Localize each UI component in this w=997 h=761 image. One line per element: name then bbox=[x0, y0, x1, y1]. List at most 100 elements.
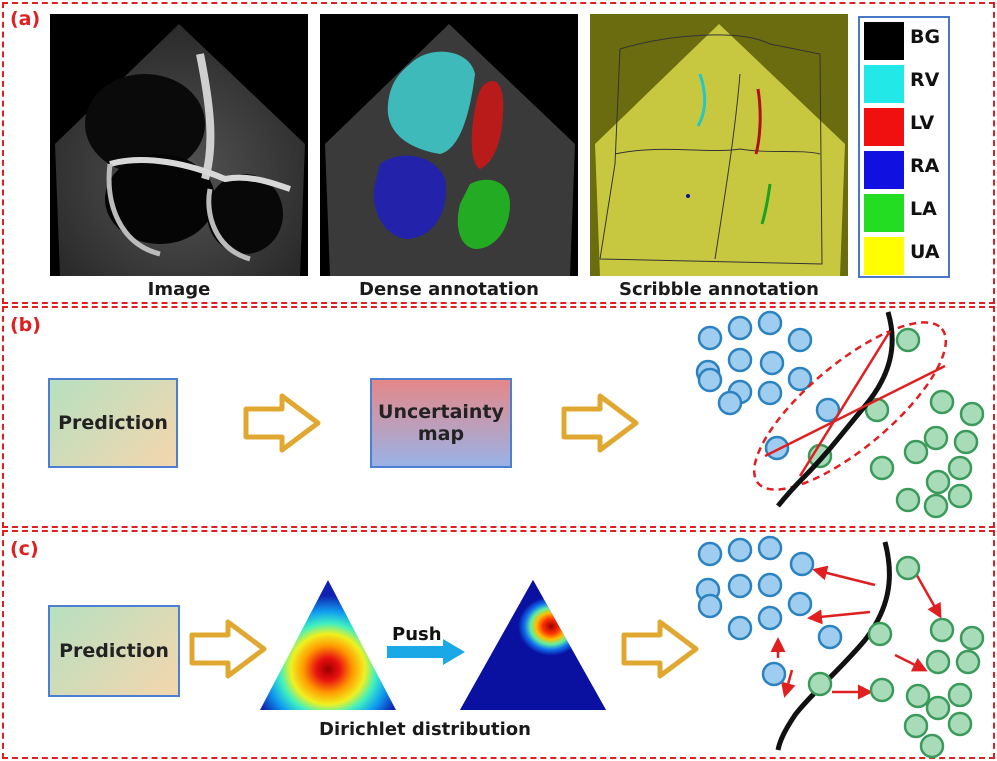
green-point bbox=[947, 483, 973, 509]
decision-boundary-plot-b bbox=[695, 310, 985, 519]
uncertainty-ellipse bbox=[752, 321, 948, 491]
green-point bbox=[869, 455, 895, 481]
blue-point bbox=[727, 537, 753, 563]
legend-label-ua: UA bbox=[910, 241, 940, 263]
green-point bbox=[929, 617, 955, 643]
green-point bbox=[869, 677, 895, 703]
blue-point bbox=[757, 572, 783, 598]
green-point bbox=[903, 713, 929, 739]
green-point bbox=[867, 621, 893, 647]
panel-a bbox=[2, 2, 995, 304]
blue-point bbox=[787, 366, 813, 392]
push-apart-arrow bbox=[913, 571, 942, 619]
panel-b bbox=[2, 306, 995, 528]
decision-boundary-curve-c bbox=[775, 541, 892, 751]
push-arrow bbox=[387, 639, 465, 665]
blue-point bbox=[717, 390, 743, 416]
legend-entry-rv: RV bbox=[862, 63, 948, 103]
green-point bbox=[923, 493, 949, 519]
caption-dense-annotation: Dense annotation bbox=[359, 279, 539, 300]
blue-point bbox=[757, 380, 783, 406]
arrow-b2 bbox=[561, 393, 639, 453]
blue-point bbox=[787, 591, 813, 617]
blue-point bbox=[789, 551, 815, 577]
blue-point bbox=[787, 327, 813, 353]
blue-point bbox=[727, 347, 753, 373]
arrow-b1 bbox=[243, 393, 321, 453]
legend-entry-lv: LV bbox=[862, 106, 948, 146]
blue-point bbox=[757, 310, 783, 336]
blue-point bbox=[764, 435, 790, 461]
arrow-c2 bbox=[621, 619, 699, 679]
green-point bbox=[925, 649, 951, 675]
caption-image: Image bbox=[147, 279, 211, 300]
blue-point bbox=[727, 315, 753, 341]
legend-label-rv: RV bbox=[910, 69, 940, 91]
blue-point bbox=[727, 615, 753, 641]
prediction-box-b: Prediction bbox=[48, 378, 178, 468]
blue-point bbox=[759, 350, 785, 376]
decision-boundary-curve bbox=[776, 311, 895, 508]
green-point bbox=[925, 469, 951, 495]
green-point bbox=[953, 429, 979, 455]
blue-point bbox=[697, 367, 723, 393]
prediction-box-c: Prediction bbox=[48, 605, 180, 697]
color-legend: BG RV LV RA LA UA bbox=[858, 16, 950, 278]
green-point bbox=[925, 695, 951, 721]
green-point bbox=[929, 389, 955, 415]
green-point bbox=[895, 327, 921, 353]
legend-entry-ra: RA bbox=[862, 149, 948, 189]
blue-point bbox=[727, 573, 753, 599]
blue-point bbox=[697, 593, 723, 619]
green-point bbox=[947, 455, 973, 481]
legend-entry-ua: UA bbox=[862, 235, 948, 275]
panel-c bbox=[2, 530, 995, 759]
green-point bbox=[947, 682, 973, 708]
legend-swatch-bg bbox=[864, 22, 904, 60]
green-point bbox=[955, 649, 981, 675]
legend-label-ra: RA bbox=[910, 155, 940, 177]
caption-scribble-annotation: Scribble annotation bbox=[619, 279, 819, 300]
uncertainty-map-box: Uncertainty map bbox=[370, 378, 512, 468]
echo-image bbox=[50, 14, 308, 276]
scribble-annotation-image bbox=[590, 14, 848, 276]
blue-point bbox=[817, 624, 843, 650]
push-apart-arrow bbox=[807, 609, 871, 625]
panel-a-tag: (a) bbox=[10, 8, 41, 30]
panel-c-tag: (c) bbox=[10, 538, 39, 560]
push-apart-arrow bbox=[812, 565, 876, 587]
blue-point bbox=[757, 535, 783, 561]
legend-label-lv: LV bbox=[910, 112, 935, 134]
blue-point bbox=[761, 661, 787, 687]
caption-dirichlet-distribution: Dirichlet distribution bbox=[319, 719, 531, 740]
decision-boundary-plot-c bbox=[695, 535, 985, 759]
blue-point bbox=[697, 541, 723, 567]
alt-boundary-line-1 bbox=[764, 364, 946, 458]
panel-b-tag: (b) bbox=[10, 314, 41, 336]
legend-label-bg: BG bbox=[910, 26, 941, 48]
dirichlet-simplex-before bbox=[260, 580, 396, 710]
green-point bbox=[807, 671, 833, 697]
legend-entry-la: LA bbox=[862, 192, 948, 232]
green-point bbox=[959, 401, 985, 427]
legend-swatch-la bbox=[864, 194, 904, 232]
push-apart-arrow bbox=[781, 669, 796, 698]
green-point bbox=[919, 733, 945, 759]
push-apart-arrow bbox=[894, 653, 928, 672]
green-point bbox=[923, 425, 949, 451]
push-label: Push bbox=[392, 624, 442, 645]
legend-label-la: LA bbox=[910, 198, 937, 220]
legend-swatch-rv bbox=[864, 65, 904, 103]
arrow-c1 bbox=[189, 619, 267, 679]
blue-point bbox=[757, 605, 783, 631]
dirichlet-simplex-after bbox=[460, 580, 606, 710]
dense-annotation-image bbox=[320, 14, 578, 276]
blue-point bbox=[697, 325, 723, 351]
green-point bbox=[895, 487, 921, 513]
legend-entry-bg: BG bbox=[862, 20, 948, 60]
green-point bbox=[947, 711, 973, 737]
green-point bbox=[903, 439, 929, 465]
green-point bbox=[905, 683, 931, 709]
legend-swatch-ua bbox=[864, 237, 904, 275]
legend-swatch-lv bbox=[864, 108, 904, 146]
